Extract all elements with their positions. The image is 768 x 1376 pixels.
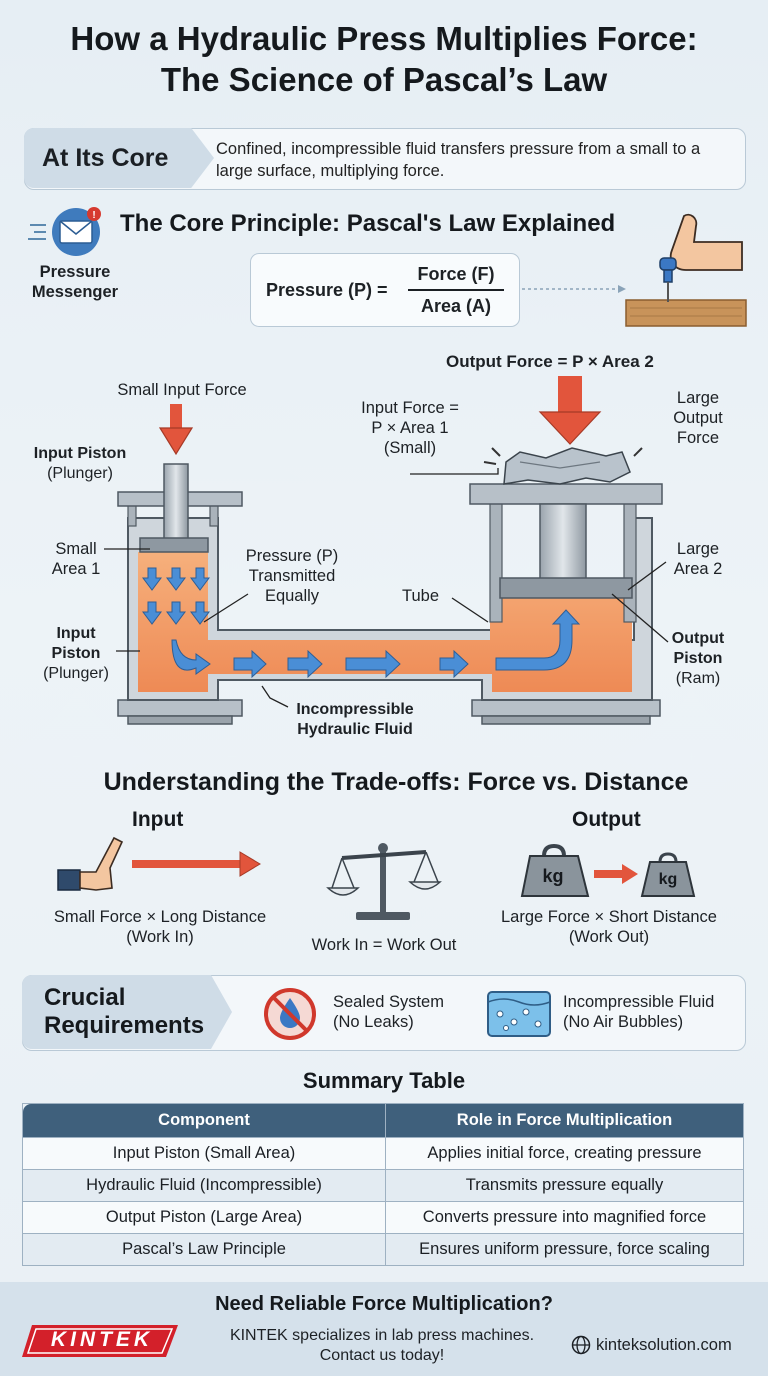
input-force-equation: Input Force = P × Area 1 (Small) (361, 399, 459, 457)
table-cell: Output Piston (Large Area) (22, 1201, 386, 1234)
requirements-label-tab (22, 975, 232, 1049)
table-cell: Applies initial force, creating pressure (385, 1137, 744, 1170)
large-weight-icon (520, 844, 590, 897)
principle-heading: The Core Principle: Pascal's Law Explain… (120, 210, 616, 237)
dotted-connector (522, 285, 626, 293)
input-description: Small Force × Long Distance (Work In) (53, 908, 267, 946)
kg-label-large: kg (542, 866, 564, 886)
table-cell: Ensures uniform pressure, force scaling (385, 1233, 744, 1266)
table-cell: Pascal’s Law Principle (22, 1233, 386, 1266)
header-component: Component (22, 1103, 386, 1138)
thumb-pushpin-icon (625, 213, 747, 327)
fraction-bar (408, 289, 504, 291)
globe-icon (571, 1335, 591, 1355)
summary-heading: Summary Table (302, 1068, 466, 1093)
formula-denominator: Area (A) (420, 296, 491, 316)
summary-table: Component Role in Force Multiplication I… (22, 1103, 744, 1266)
output-heading: Output (572, 808, 641, 831)
small-weight-icon (640, 852, 696, 897)
svg-text:!: ! (92, 210, 95, 221)
kintek-logo[interactable] (20, 1323, 180, 1359)
table-row: Hydraulic Fluid (Incompressible) Transmi… (22, 1169, 744, 1202)
fluid-container-icon (487, 991, 551, 1037)
hydraulic-press-diagram (104, 376, 669, 725)
footer-text: KINTEK specializes in lab press machines… (229, 1327, 535, 1364)
table-header-row: Component Role in Force Multiplication (22, 1103, 744, 1138)
large-area-2-label: Large Area 2 (673, 540, 723, 578)
core-text: Confined, incompressible fluid transfers… (216, 140, 701, 180)
output-force-equation: Output Force = P × Area 2 (446, 352, 654, 371)
table-cell: Transmits pressure equally (385, 1169, 744, 1202)
page-title: How a Hydraulic Press Multiplies Force: … (70, 20, 698, 98)
envelope-icon: ! (28, 207, 101, 256)
tradeoffs-heading: Understanding the Trade-offs: Force vs. … (103, 768, 689, 796)
output-description: Large Force × Short Distance (Work Out) (501, 908, 717, 946)
core-label-tab: At Its Core (24, 128, 214, 188)
output-piston-label: Output Piston (Ram) (671, 630, 725, 687)
input-piston-label-side: Input Piston (Plunger) (43, 625, 109, 682)
large-output-force-label: Large Output Force (673, 389, 723, 447)
pushing-hand-icon (57, 836, 261, 891)
input-heading: Input (132, 808, 184, 831)
header-role: Role in Force Multiplication (385, 1103, 744, 1138)
formula-lhs: Pressure (P) = (266, 280, 388, 300)
sealed-system-label: Sealed System (No Leaks) (333, 993, 444, 1031)
table-row: Input Piston (Small Area) Applies initia… (22, 1137, 744, 1170)
kg-label-small: kg (658, 871, 678, 888)
table-cell: Converts pressure into magnified force (385, 1201, 744, 1234)
kintek-logo-text: KINTEK (50, 1328, 154, 1351)
incompressible-fluid-label: Incompressible Fluid (No Air Bubbles) (563, 993, 715, 1031)
no-leak-icon (264, 988, 316, 1040)
pressure-messenger-label: Pressure Messenger (31, 263, 119, 301)
table-cell: Hydraulic Fluid (Incompressible) (22, 1169, 386, 1202)
pressure-transmitted-label: Pressure (P) Transmitted Equally (245, 547, 339, 605)
footer-heading: Need Reliable Force Multiplication? (215, 1293, 553, 1315)
requirements-label: Crucial Requirements (44, 984, 205, 1039)
table-row: Output Piston (Large Area) Converts pres… (22, 1201, 744, 1234)
input-piston-label-top: Input Piston (Plunger) (33, 445, 127, 482)
balance-scale-icon (326, 843, 442, 920)
website-link[interactable]: kinteksolution.com (596, 1336, 732, 1354)
table-row: Pascal’s Law Principle Ensures uniform p… (22, 1233, 744, 1266)
work-balance-label: Work In = Work Out (311, 936, 457, 954)
weight-arrow (594, 864, 638, 884)
fluid-label: Incompressible Hydraulic Fluid (296, 701, 414, 738)
small-area-1-label: Small Area 1 (51, 540, 101, 578)
formula-numerator: Force (F) (417, 264, 495, 284)
table-cell: Input Piston (Small Area) (22, 1137, 386, 1170)
small-input-force-label: Small Input Force (117, 381, 247, 399)
tube-label: Tube (402, 587, 439, 605)
